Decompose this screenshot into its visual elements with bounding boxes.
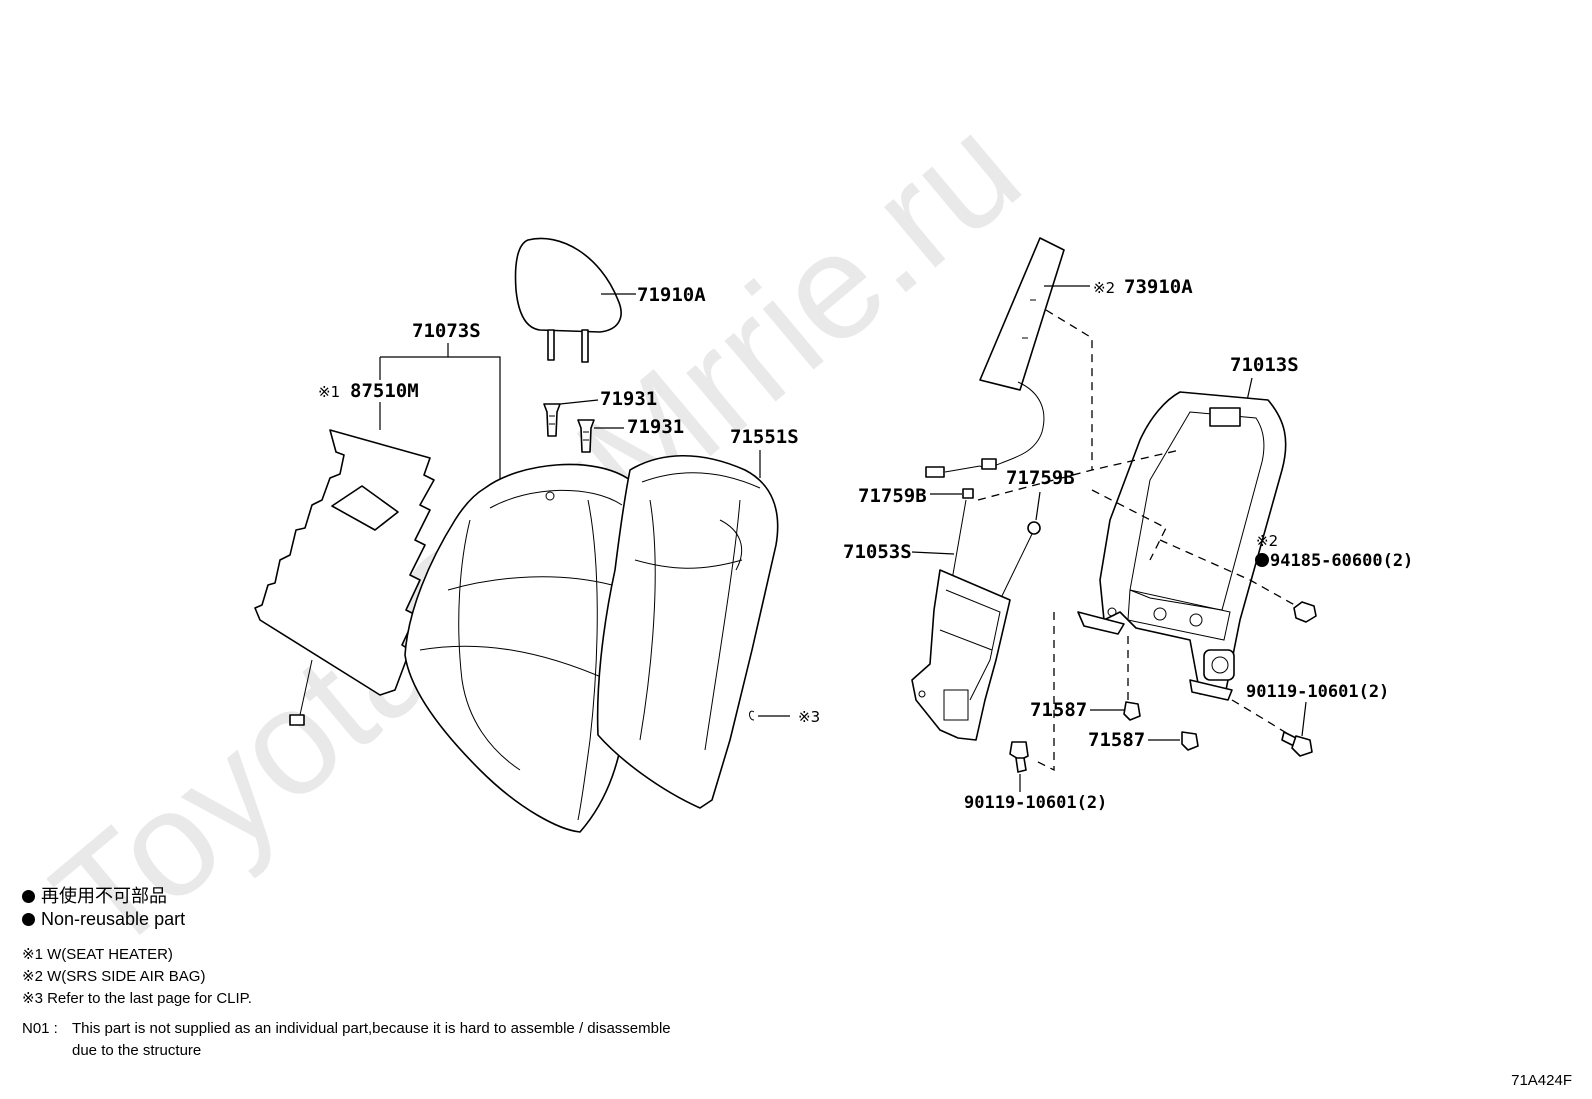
label-71587-lower: 71587: [1088, 729, 1145, 751]
legend-notes: ※1 W(SEAT HEATER) ※2 W(SRS SIDE AIR BAG)…: [22, 944, 671, 1062]
mark-3: ※3: [798, 708, 820, 726]
note-n01-text-line2: due to the structure: [72, 1042, 202, 1059]
label-71759B-right: 71759B: [1006, 467, 1075, 489]
side-airbag-part[interactable]: [925, 237, 1065, 478]
nut-71587-upper[interactable]: [1123, 701, 1141, 721]
bolt-part-lower[interactable]: [1009, 741, 1029, 773]
mark-2-nut: ※2: [1256, 532, 1278, 550]
clip-71759B-left[interactable]: [962, 488, 974, 499]
note-n01: N01 : This part is not supplied as an in…: [22, 1018, 671, 1062]
nut-part[interactable]: [1293, 601, 1317, 623]
label-71053S: 71053S: [843, 541, 912, 563]
note-2: ※2 W(SRS SIDE AIR BAG): [22, 968, 206, 985]
label-87510M: 87510M: [350, 380, 419, 402]
bullet-dot-icon: [22, 913, 35, 926]
note-3: ※3 Refer to the last page for CLIP.: [22, 990, 252, 1007]
note-n01-code: N01 :: [22, 1020, 58, 1037]
label-71587-upper: 71587: [1030, 699, 1087, 721]
clip-part[interactable]: [749, 710, 755, 721]
label-90119-10601-right: 90119-10601(2): [1246, 682, 1389, 702]
diagram-code: 71A424F: [1511, 1072, 1572, 1089]
label-94185-60600: 94185-60600(2): [1270, 551, 1413, 571]
label-71551S: 71551S: [730, 426, 799, 448]
label-71013S: 71013S: [1230, 354, 1299, 376]
legend-non-reusable: 再使用不可部品 Non-reusable part: [22, 885, 185, 931]
seatback-pad-part[interactable]: [596, 454, 779, 809]
clip-71759B-right[interactable]: [1027, 521, 1041, 535]
label-71931-upper: 71931: [600, 388, 657, 410]
legend-row-jp: 再使用不可部品: [22, 885, 185, 908]
headrest-support-part[interactable]: [577, 419, 595, 453]
bullet-dot-icon: [22, 890, 35, 903]
label-71759B-left: 71759B: [858, 485, 927, 507]
label-71073S: 71073S: [412, 320, 481, 342]
label-71931-lower: 71931: [627, 416, 684, 438]
note-n01-text-line1: This part is not supplied as an individu…: [72, 1020, 671, 1037]
legend-row-en: Non-reusable part: [22, 908, 185, 931]
mark-1: ※1: [318, 383, 340, 401]
label-71910A: 71910A: [637, 284, 706, 306]
legend-non-reusable-jp: 再使用不可部品: [41, 886, 167, 906]
seatback-frame-part[interactable]: [1077, 391, 1287, 701]
nut-71587-lower[interactable]: [1181, 731, 1199, 751]
seat-heater-part[interactable]: [254, 429, 435, 726]
headrest-part[interactable]: [514, 237, 622, 363]
label-73910A: 73910A: [1124, 276, 1193, 298]
bolt-part[interactable]: [1281, 731, 1313, 757]
non-reusable-dot-icon: [1255, 553, 1269, 567]
label-90119-10601-lower: 90119-10601(2): [964, 793, 1107, 813]
mark-2-airbag: ※2: [1093, 279, 1115, 297]
legend-non-reusable-en: Non-reusable part: [41, 909, 186, 929]
note-1: ※1 W(SEAT HEATER): [22, 946, 173, 963]
lumbar-adjuster-part[interactable]: [911, 499, 1033, 741]
